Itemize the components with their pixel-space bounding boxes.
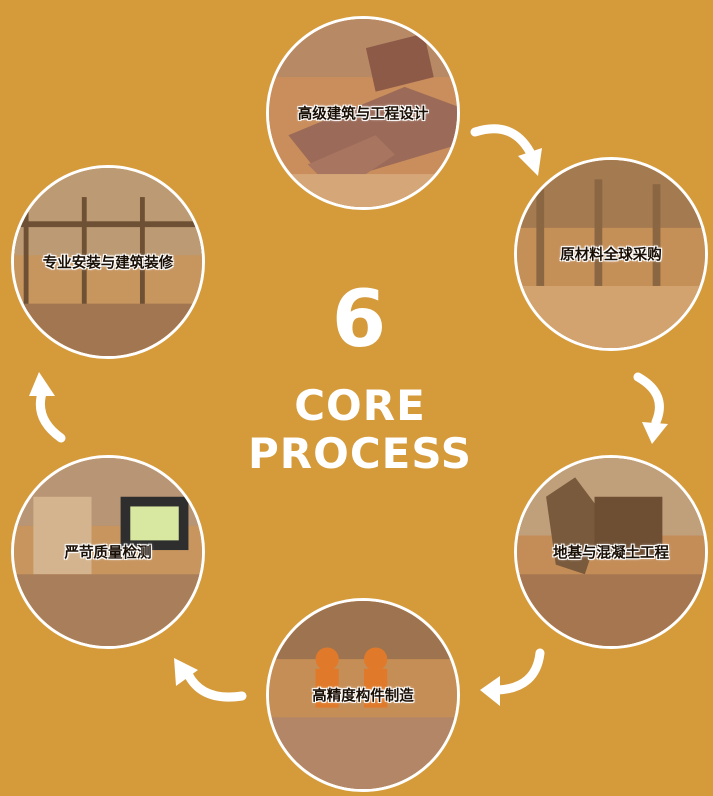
center-line-process: PROCESS <box>248 429 472 478</box>
step-label-inspection: 严苛质量检测 <box>64 545 152 562</box>
arrow-step5-to-step6-icon <box>29 372 66 443</box>
step-circle-design: 高级建筑与工程设计 <box>266 16 460 210</box>
arrow-step3-to-step4-icon <box>480 648 545 706</box>
arrow-step1-to-step2-icon <box>470 124 542 176</box>
step-label-manufacturing: 高精度构件制造 <box>312 688 414 705</box>
step-circle-foundation: 地基与混凝土工程 <box>514 455 708 649</box>
center-title: 6 CORE PROCESS <box>200 280 520 476</box>
center-line-core: CORE <box>294 381 426 430</box>
foundation-photo <box>517 458 705 646</box>
step-label-installation: 专业安装与建筑装修 <box>42 255 174 272</box>
installation-photo <box>14 168 202 356</box>
step-circle-procurement: 原材料全球采购 <box>514 157 708 351</box>
arrow-step2-to-step3-icon <box>633 372 668 444</box>
manufacturing-photo <box>269 601 457 789</box>
step-label-design: 高级建筑与工程设计 <box>297 106 429 123</box>
step-circle-inspection: 严苛质量检测 <box>11 455 205 649</box>
step-label-foundation: 地基与混凝土工程 <box>553 545 669 562</box>
arrow-step4-to-step5-icon <box>174 658 247 702</box>
procurement-photo <box>517 160 705 348</box>
step-label-procurement: 原材料全球采购 <box>560 247 662 264</box>
center-number: 6 <box>331 275 389 365</box>
inspection-photo <box>14 458 202 646</box>
step-circle-installation: 专业安装与建筑装修 <box>11 165 205 359</box>
design-photo <box>269 19 457 207</box>
step-circle-manufacturing: 高精度构件制造 <box>266 598 460 792</box>
